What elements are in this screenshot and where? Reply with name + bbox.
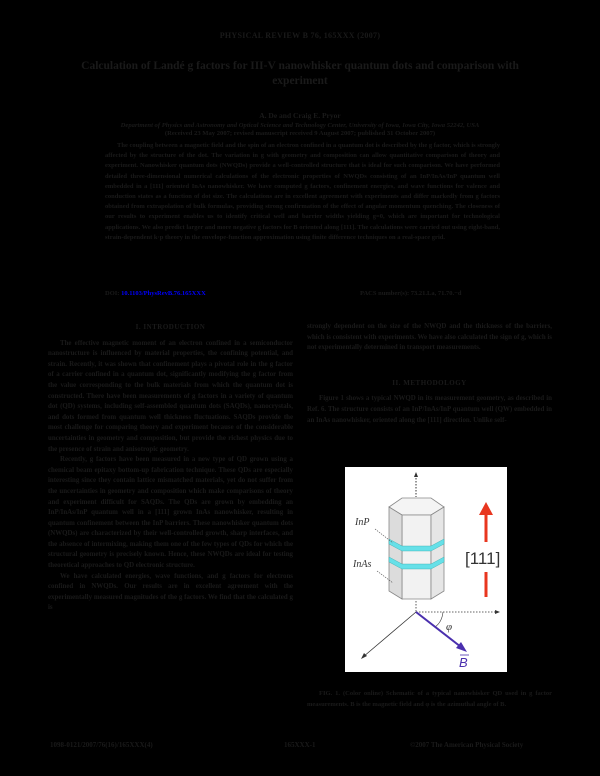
paper-title: Calculation of Landé g factors for III-V… [81,60,519,87]
figure-caption: FIG. 1. (Color online) Schematic of a ty… [307,690,552,708]
section-heading-methodology: II. METHODOLOGY [392,378,467,387]
doi-link[interactable]: 10.1103/PhysRevB.76.165XXX [121,290,206,297]
direction-label: [111] [465,549,500,568]
figure-1: InP InAs [111] φ [345,467,507,672]
right-paragraph-1: strongly dependent on the size of the NW… [307,323,552,352]
intro-paragraph-2: Recently, g factors have been measured i… [48,456,293,570]
affiliation: Department of Physics and Astronomy and … [120,122,480,129]
authors: A. De and Craig E. Pryor [259,111,341,120]
pacs-numbers: PACS number(s): 73.21.La, 71.70.−d [360,290,462,297]
label-inas: InAs [352,559,371,570]
received-dates: (Received 23 May 2007; revised manuscrip… [164,130,436,137]
magnetic-field-arrow-icon [415,611,467,652]
footer-issn: 1098-0121/2007/76(16)/165XXX(4) [50,741,153,749]
journal-header: PHYSICAL REVIEW B 76, 165XXX (2007) [219,31,381,40]
doi-line: DOI: 10.1103/PhysRevB.76.165XXX [105,290,206,297]
method-paragraph-1: Figure 1 shows a typical NWQD in its mea… [307,395,552,424]
angle-label: φ [446,621,452,633]
right-column: strongly dependent on the size of the NW… [307,322,552,426]
section-heading-introduction: I. INTRODUCTION [135,323,206,331]
nanowhisker-schematic: InP InAs [111] φ [352,472,507,670]
left-column: I. INTRODUCTION The effective magnetic m… [48,322,293,614]
well-band-2 [388,556,445,570]
intro-paragraph-3: We have calculated energies, wave functi… [48,572,293,612]
field-label: B [459,655,468,670]
abstract: The coupling between a magnetic field an… [105,142,500,241]
footer-page-number: 165XXX-1 [284,741,316,749]
direction-arrow-icon [479,502,493,597]
intro-paragraph-1: The effective magnetic moment of an elec… [48,339,293,453]
prism-front [401,514,432,600]
label-inp: InP [354,517,369,528]
doi-label: DOI: [105,290,120,297]
prism-left [388,506,403,600]
prism-right [430,506,445,600]
well-band-1 [388,538,445,552]
footer-copyright: ©2007 The American Physical Society [410,741,524,749]
